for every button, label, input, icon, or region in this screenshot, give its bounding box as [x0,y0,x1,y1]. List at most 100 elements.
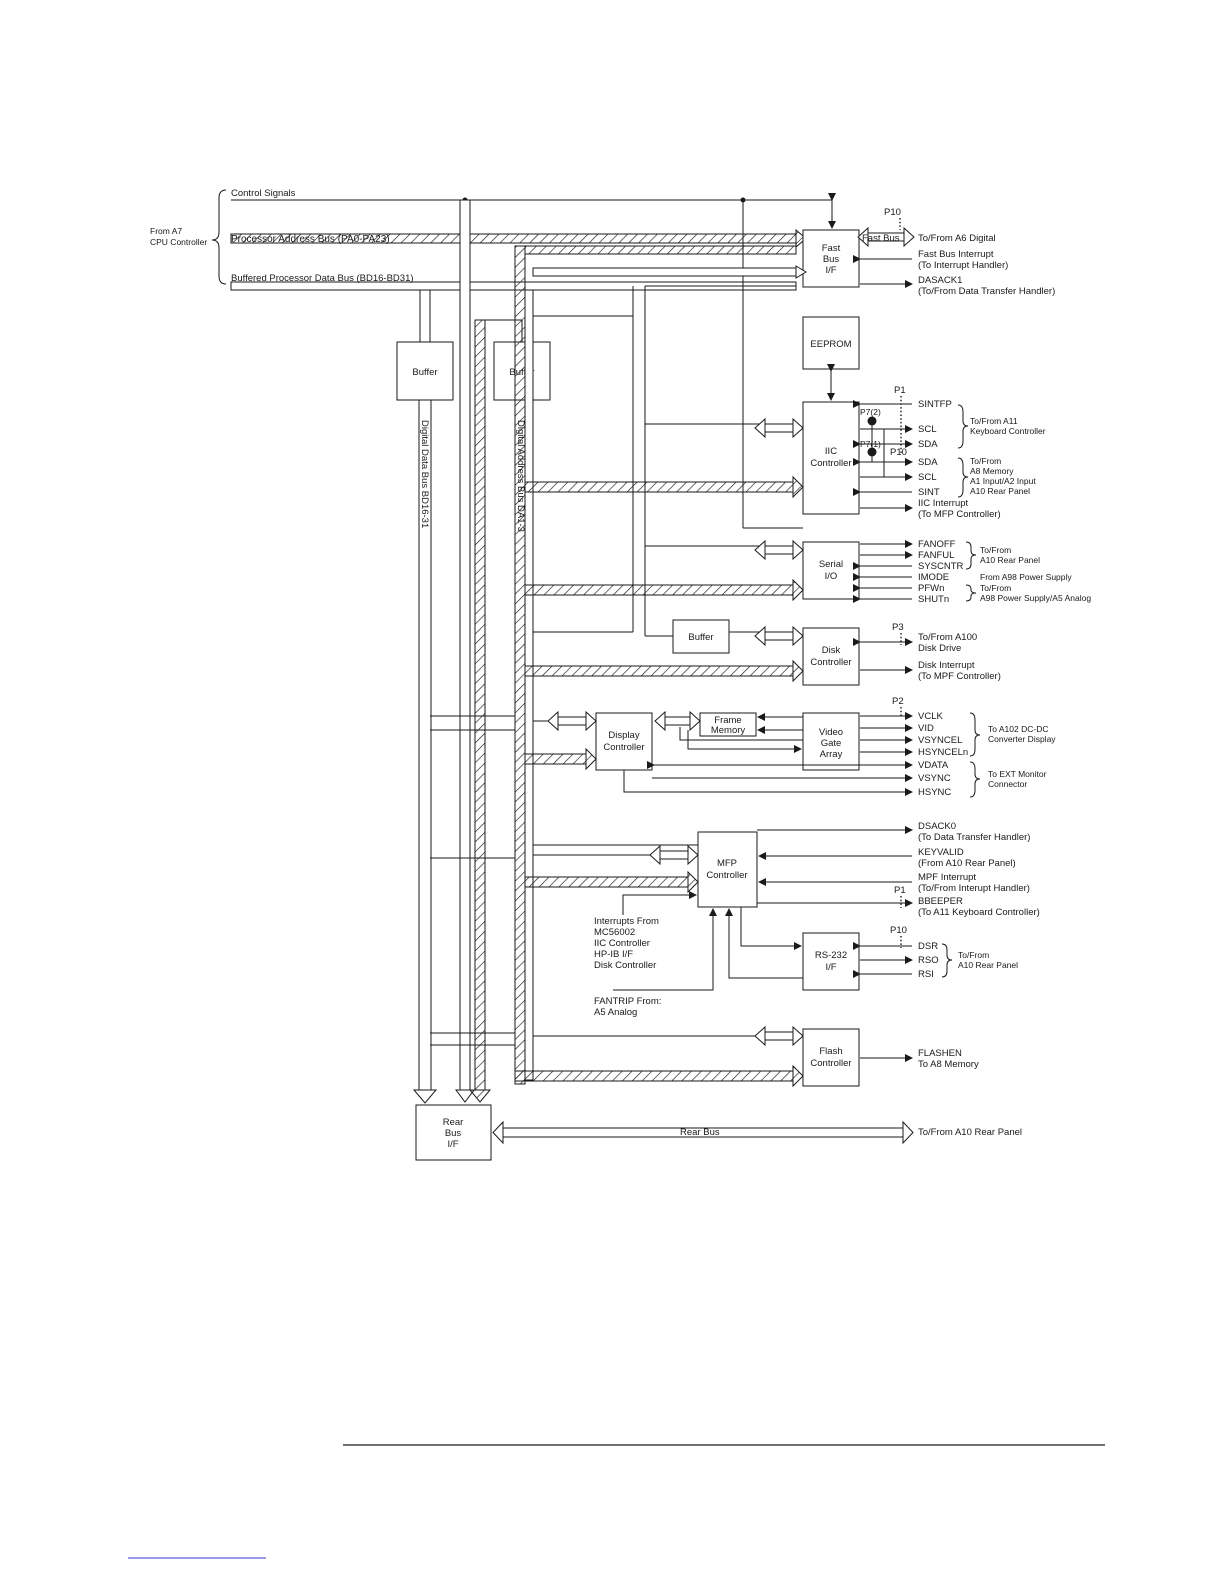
data-to-iic [764,423,794,433]
control-vertical-arrow [455,1089,475,1103]
sig-hsyncln: HSYNCELn [918,747,968,758]
mpf-interrupt-label: MPF Interrupt [918,872,976,883]
display-to-video-path-2 [687,730,802,753]
iic-a8-l2: A8 Memory [970,466,1014,476]
data-to-mfp [659,850,689,860]
address-to-iic-arrow [792,475,804,499]
data-to-fastbus [532,267,797,277]
digital-address-bus [514,245,526,1085]
sig-scl-1: SCL [918,424,936,435]
iic-interrupt-sub: (To MFP Controller) [918,509,1001,520]
sig-sint: SINT [918,487,940,498]
connector-p2: P2 [892,696,904,707]
display-to-video-path [679,727,803,741]
fantrip-l2: A5 Analog [594,1007,637,1018]
mpf-interrupt-sub: (To/From Interupt Handler) [918,883,1030,894]
fast-bus-interrupt-label: Fast Bus Interrupt [918,249,994,260]
interrupts-from-l1: Interrupts From [594,916,659,927]
disk-buffer-label: Buffer [688,632,713,643]
disk-label-1: Disk [822,645,841,656]
sig-imode: IMODE [918,572,949,583]
connector-p3: P3 [892,622,904,633]
address-to-iic [524,481,794,493]
serial-label-1: Serial [819,559,843,570]
video-ext-l1: To EXT Monitor [988,769,1047,779]
display-label-2: Controller [603,742,644,753]
address-to-fastbus [524,245,797,255]
rear-bus-arrow-r [902,1120,914,1145]
video-gate-array-block [802,712,860,771]
address-to-disk-arrow [792,659,804,683]
fast-bus-arrow-r [903,226,915,248]
fast-bus-a6-label: To/From A6 Digital [918,233,996,244]
fast-bus-if-label-1: Fast [822,243,841,254]
display-data-arrow-l [547,710,559,732]
serial-io-block [802,541,860,600]
fast-bus-if-label-3: I/F [825,265,836,276]
frame-memory-label-1: Frame [714,715,741,726]
flash-data-arrow-l [754,1025,766,1047]
digital-address-bus-label: Digital Address Bus DA1-3 [515,420,526,532]
control-vertical-bus [459,199,471,1091]
iic-label-1: IIC [825,446,837,457]
fast-bus-interrupt-sub: (To Interrupt Handler) [918,260,1008,271]
iic-a8-l1: To/From [970,456,1001,466]
sig-vid: VID [918,723,934,734]
dsack1-label: DASACK1 [918,275,962,286]
connector-p1-iic: P1 [894,385,906,396]
dsack0-label: DSACK0 [918,821,956,832]
display-controller-block [595,712,653,771]
serial-a98-from: From A98 Power Supply [980,572,1072,582]
rs232-label-2: I/F [825,962,836,973]
serial-a10-l2: A10 Rear Panel [980,555,1040,565]
frame-memory-label-2: Memory [711,725,746,736]
sig-sda-2: SDA [918,457,938,468]
fast-bus-arrow-l [857,226,869,248]
rear-label-2: Bus [445,1128,462,1139]
disk-a100-sub: Disk Drive [918,643,961,654]
display-label-1: Display [608,730,639,741]
flashen-label: FLASHEN [918,1048,962,1059]
address-to-mfp-arrow [687,870,699,894]
sig-shutn: SHUTn [918,594,949,605]
from-a7-line1: From A7 [150,226,182,236]
rear-out-label: To/From A10 Rear Panel [918,1127,1022,1138]
iic-label-2: Controller [810,458,851,469]
dsack0-sub: (To Data Transfer Handler) [918,832,1030,843]
serial-a10-l1: To/From [980,545,1011,555]
eeprom-block [802,316,860,370]
video-label-1: Video [819,727,843,738]
disk-buffer-block [672,619,730,654]
display-data-arrow-r [585,710,597,732]
sig-fanoff: FANOFF [918,539,956,550]
bbeeper-sub: (To A11 Keyboard Controller) [918,907,1040,918]
a8-brace [957,457,969,498]
sig-pfwn: PFWn [918,583,944,594]
iic-a8-l3: A1 Input/A2 Input [970,476,1036,486]
data-to-display [557,716,587,726]
processor-address-bus-arrow [795,228,807,249]
rs232-if-block [802,932,860,991]
flash-label-1: Flash [819,1046,842,1057]
mfp-label-1: MFP [717,858,737,869]
serial-label-2: I/O [825,571,838,582]
sig-dsr: DSR [918,941,938,952]
framemem-arrow-r [689,710,701,732]
rear-label-3: I/F [447,1139,458,1150]
mfp-label-2: Controller [706,870,747,881]
keyvalid-label: KEYVALID [918,847,964,858]
serial-a98-l2: A98 Power Supply/A5 Analog [980,593,1091,603]
rs232-to-mfp [725,908,803,979]
mfp-to-rs232 [740,907,802,950]
control-signals-label: Control Signals [231,188,296,199]
processor-address-bus-label: Processor Address Bus (PA0-PA23) [231,234,390,245]
video-a102-l2: Converter Display [988,734,1056,744]
iic-a11-sub: Keyboard Controller [970,426,1046,436]
iic-data-arrow-r [792,417,804,439]
data-bus-right [524,289,534,1081]
sig-sintfp: SINTFP [918,399,952,410]
serial-data-arrow-l [754,539,766,561]
buffer-data-label: Buffer [412,367,437,378]
rs232-brace [941,943,953,978]
interrupts-from-l3: IIC Controller [594,938,650,949]
